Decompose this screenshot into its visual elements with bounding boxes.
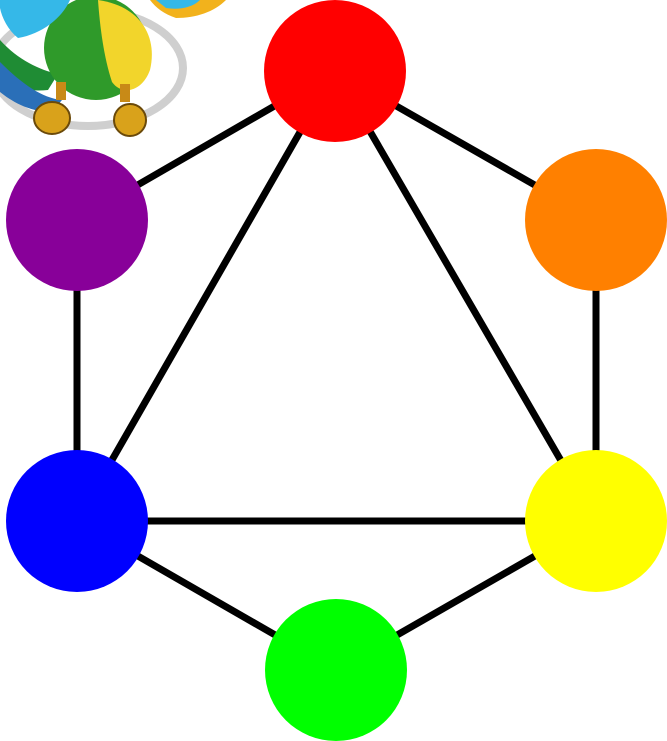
edge-red-yellow <box>335 71 596 521</box>
node-blue <box>6 450 148 592</box>
green-parrot-mascot-icon <box>0 0 226 136</box>
node-purple <box>6 149 148 291</box>
node-layer <box>6 0 667 741</box>
node-green <box>265 599 407 741</box>
node-red <box>264 0 406 142</box>
edge-layer <box>77 71 596 670</box>
node-orange <box>525 149 667 291</box>
edge-red-blue <box>77 71 335 521</box>
node-yellow <box>525 450 667 592</box>
